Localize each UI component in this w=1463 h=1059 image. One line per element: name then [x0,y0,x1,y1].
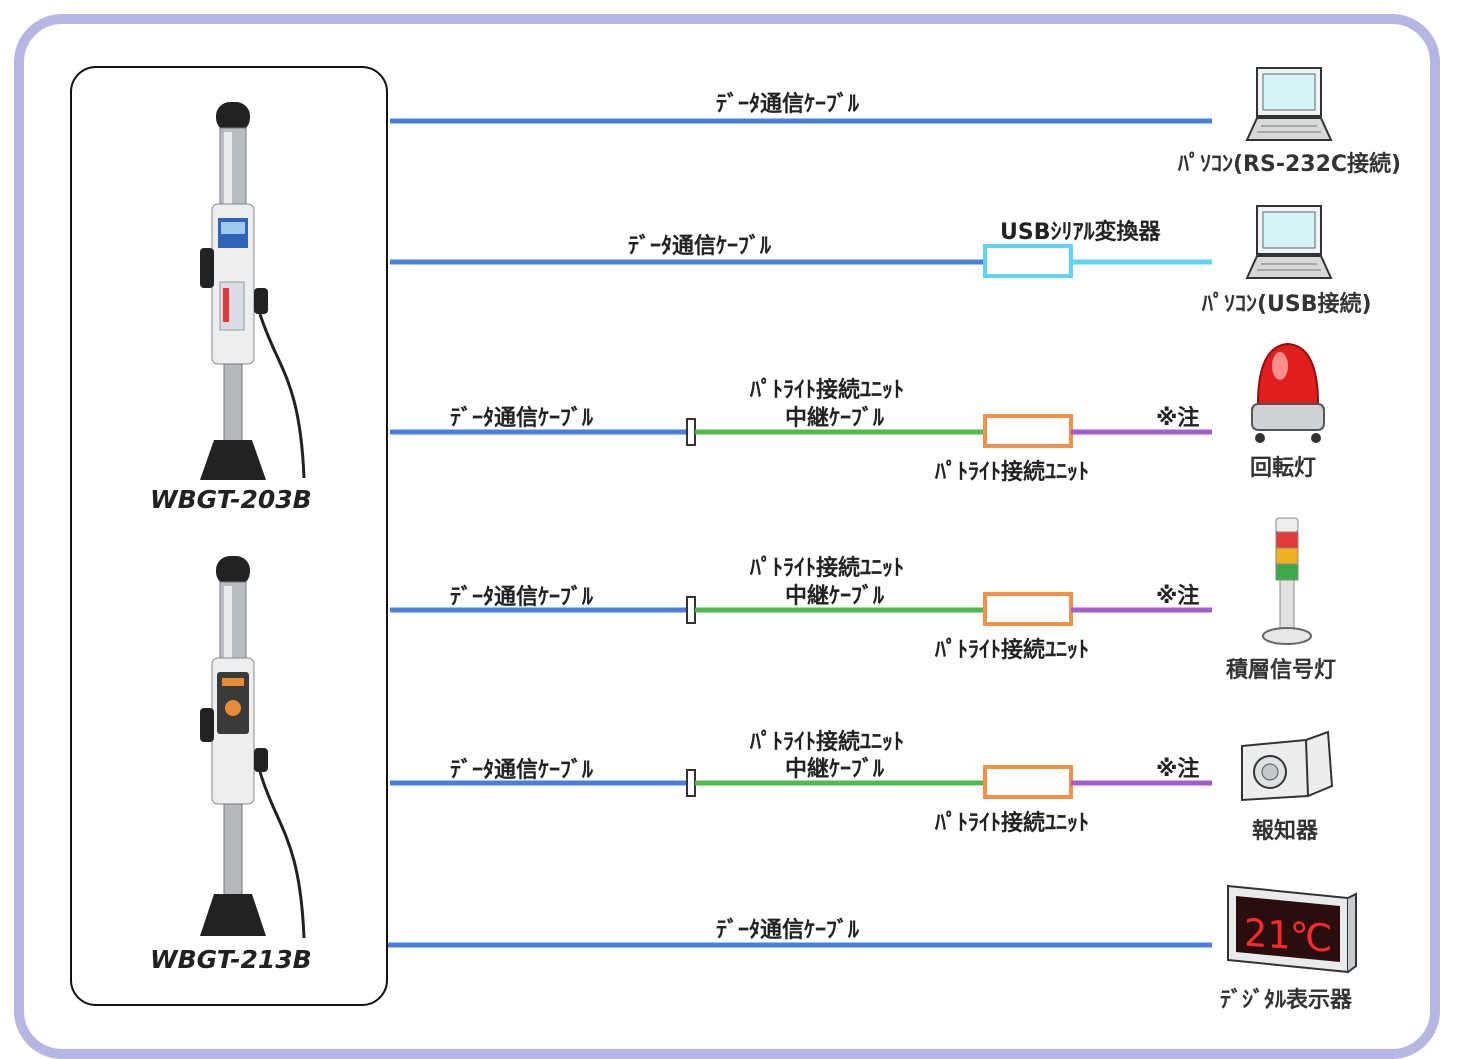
target-label-rotating-light: 回転灯 [1250,456,1317,481]
note-label-3: ※注 [1156,406,1200,431]
cable-label-5: ﾃﾞｰﾀ通信ｹｰﾌﾞﾙ [450,758,594,783]
device-illustrations [200,102,306,939]
converter-label: USBｼﾘｱﾙ変換器 [1000,220,1161,245]
usb-serial-converter-box [983,244,1073,278]
unit-label-3: ﾊﾟﾄﾗｲﾄ接続ﾕﾆｯﾄ [935,460,1090,485]
target-label-pc-rs232c: ﾊﾟｿｺﾝ(RS-232C接続) [1178,152,1402,177]
note-label-4: ※注 [1156,584,1200,609]
target-label-alarm: 報知器 [1252,819,1319,844]
connector-3 [686,418,696,446]
display-readout: 21℃ [1244,911,1332,961]
relay-label-bottom-4: 中継ｹｰﾌﾞﾙ [785,584,885,609]
wbgt-213b-device-icon [200,556,306,939]
unit-label-4: ﾊﾟﾄﾗｲﾄ接続ﾕﾆｯﾄ [935,638,1090,663]
signal-tower-icon [1262,517,1312,645]
cable-label-4: ﾃﾞｰﾀ通信ｹｰﾌﾞﾙ [450,585,594,610]
relay-label-bottom-3: 中継ｹｰﾌﾞﾙ [785,406,885,431]
relay-label-bottom-5: 中継ｹｰﾌﾞﾙ [785,757,885,782]
relay-label-top-3: ﾊﾟﾄﾗｲﾄ接続ﾕﾆｯﾄ [750,378,905,403]
relay-label-top-4: ﾊﾟﾄﾗｲﾄ接続ﾕﾆｯﾄ [750,556,905,581]
connector-5 [686,769,696,797]
target-label-digital-display: ﾃﾞｼﾞﾀﾙ表示器 [1220,988,1353,1013]
laptop-icon [1245,67,1333,141]
target-label-signal-tower: 積層信号灯 [1226,658,1337,683]
alarm-siren-icon [1241,730,1334,802]
patlite-unit-box-3 [983,414,1073,448]
target-label-pc-usb: ﾊﾟｿｺﾝ(USB接続) [1202,292,1372,317]
model-label-wbgt-213b: WBGT-213B [150,945,312,974]
patlite-unit-box-5 [983,765,1073,799]
cable-label-6: ﾃﾞｰﾀ通信ｹｰﾌﾞﾙ [716,918,860,943]
model-label-wbgt-203b: WBGT-203B [150,485,312,514]
patlite-unit-box-4 [983,592,1073,626]
digital-display-icon: 21℃ [1227,884,1357,974]
cable-label-3: ﾃﾞｰﾀ通信ｹｰﾌﾞﾙ [450,406,594,431]
wbgt-203b-device-icon [200,102,306,480]
connector-4 [686,596,696,624]
cable-label-1: ﾃﾞｰﾀ通信ｹｰﾌﾞﾙ [716,92,860,117]
note-label-5: ※注 [1156,757,1200,782]
relay-label-top-5: ﾊﾟﾄﾗｲﾄ接続ﾕﾆｯﾄ [750,730,905,755]
device-panel [70,66,388,1006]
laptop-icon [1245,205,1333,279]
unit-label-5: ﾊﾟﾄﾗｲﾄ接続ﾕﾆｯﾄ [935,811,1090,836]
rotating-light-icon [1251,342,1325,443]
cable-label-2: ﾃﾞｰﾀ通信ｹｰﾌﾞﾙ [628,234,772,259]
